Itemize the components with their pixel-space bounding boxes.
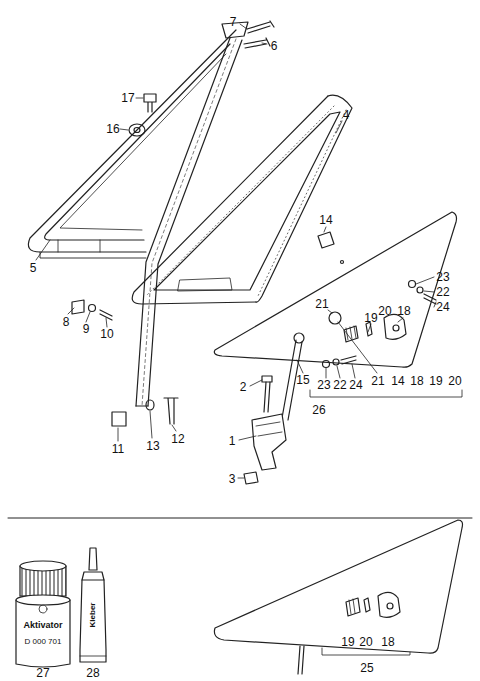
callout-number: 25 — [360, 662, 373, 674]
package-text: Aktivator — [23, 621, 62, 630]
callout-number: 18 — [397, 305, 410, 317]
callout-number: 9 — [83, 323, 90, 335]
callout-number: 27 — [36, 667, 49, 679]
callout-number: 22 — [333, 379, 346, 391]
quarter-glass — [214, 520, 462, 674]
seal-frame — [132, 95, 352, 304]
callout-number: 14 — [391, 375, 404, 387]
callout-number: 7 — [230, 16, 237, 28]
callout-number: 21 — [315, 298, 328, 310]
callout-number: 4 — [343, 109, 350, 121]
callout-number: 28 — [86, 667, 99, 679]
callout-number: 21 — [371, 375, 384, 387]
callout-number: 18 — [381, 636, 394, 648]
callout-number: 11 — [112, 443, 124, 455]
callout-number: 16 — [106, 123, 119, 135]
callout-number: 18 — [410, 375, 423, 387]
separator-line — [8, 518, 472, 519]
package-text: D 000 701 — [25, 638, 62, 646]
callout-number: 17 — [121, 92, 134, 104]
callout-number: 2 — [240, 381, 247, 393]
callout-number: 6 — [271, 40, 278, 52]
callout-number: 5 — [30, 262, 37, 274]
callout-number: 20 — [378, 305, 391, 317]
callout-number: 13 — [146, 440, 159, 452]
leader-lines — [36, 24, 462, 655]
callout-number: 15 — [296, 374, 309, 386]
callout-number: 3 — [229, 473, 236, 485]
seal-frame — [28, 30, 236, 258]
quarter-glass — [214, 212, 456, 367]
callout-number: 12 — [171, 433, 184, 445]
callout-number: 19 — [341, 636, 354, 648]
callout-number: 22 — [436, 286, 449, 298]
callout-number: 8 — [63, 316, 70, 328]
callout-number: 19 — [364, 312, 377, 324]
callout-number: 20 — [448, 375, 461, 387]
callout-number: 20 — [359, 636, 372, 648]
callout-number: 23 — [436, 271, 449, 283]
callout-number: 24 — [436, 301, 449, 313]
adhesive-tube — [80, 548, 106, 662]
callout-number: 24 — [349, 379, 362, 391]
callout-number: 19 — [429, 375, 442, 387]
callout-number: 1 — [229, 435, 236, 447]
activator-tin — [16, 561, 70, 667]
package-text: Kleber — [89, 603, 97, 628]
callout-number: 14 — [319, 214, 332, 226]
fasteners — [72, 21, 334, 426]
hinge-assembly — [244, 333, 304, 484]
callout-number: 10 — [100, 328, 113, 340]
callout-number: 23 — [317, 379, 330, 391]
callout-number: 26 — [312, 404, 325, 416]
